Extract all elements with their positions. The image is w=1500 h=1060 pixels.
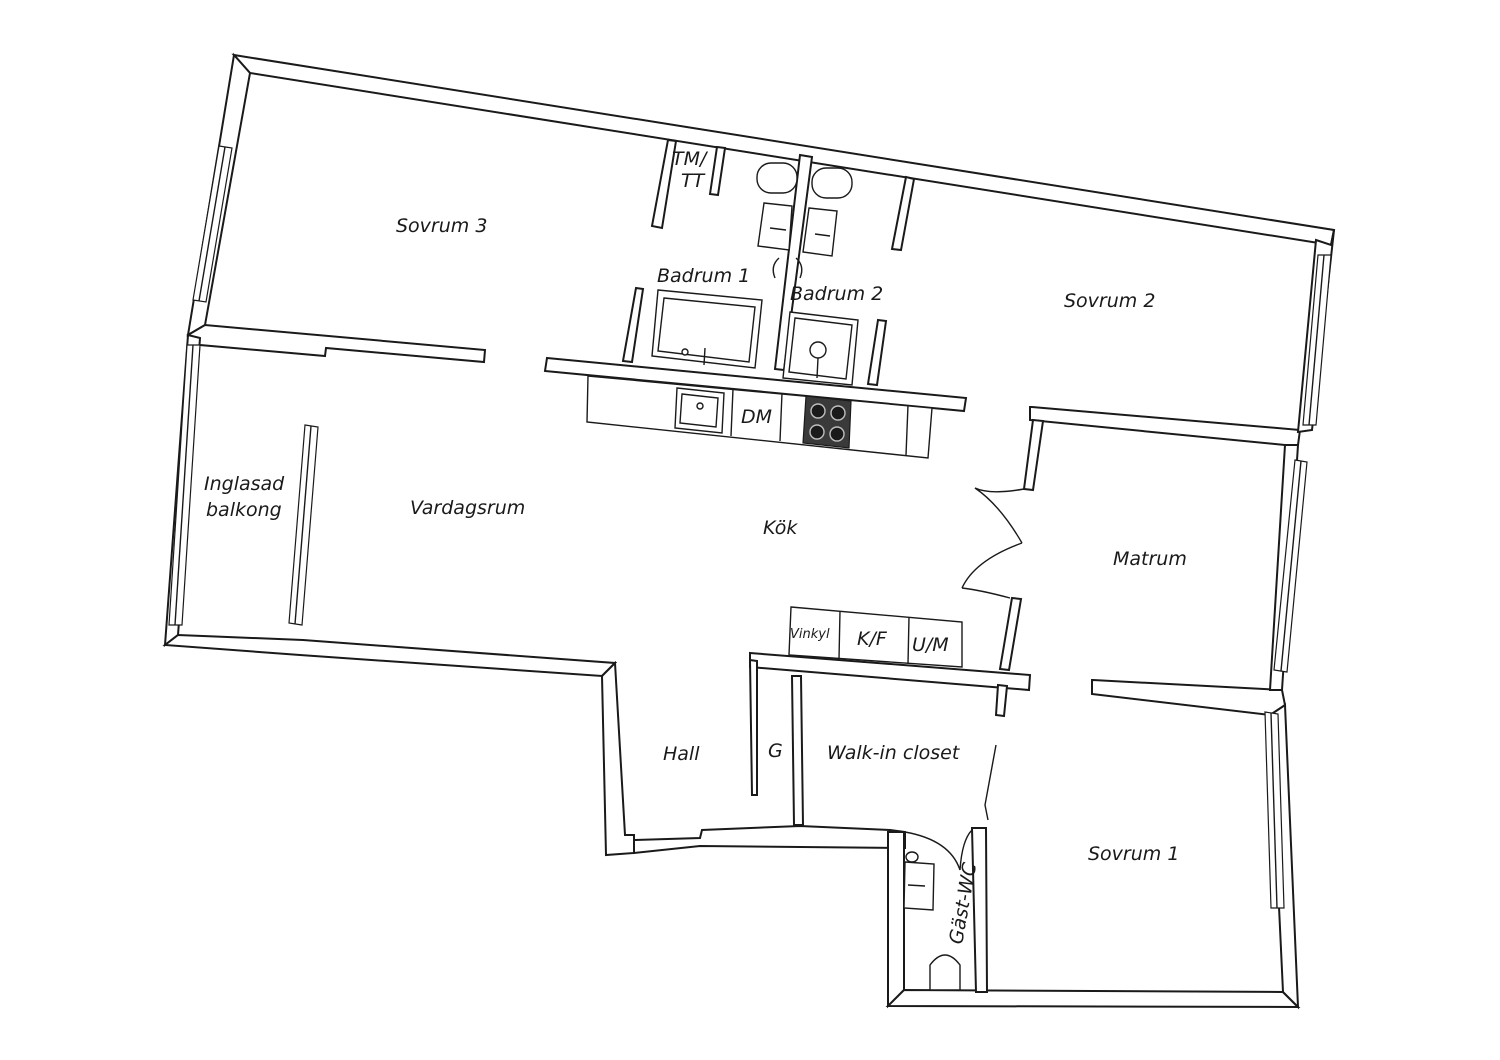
label-sovrum-3: Sovrum 3: [396, 215, 487, 237]
appliance-cabinets: [788, 606, 963, 668]
label-vinkyl: Vinkyl: [790, 627, 830, 642]
wall-bottom-left: [162, 633, 618, 678]
label-inglasad-line1: Inglasad: [204, 473, 285, 495]
label-badrum-1: Badrum 1: [657, 265, 750, 287]
bathtub: [651, 289, 763, 369]
label-walk-in-closet: Walk-in closet: [827, 742, 961, 764]
kitchen-hob: [802, 395, 852, 449]
wall-sovrum3-bottom: [186, 323, 487, 364]
label-dm: DM: [741, 406, 772, 428]
kitchen-sink: [674, 387, 725, 434]
label-sovrum-2: Sovrum 2: [1064, 290, 1155, 312]
shower: [782, 311, 859, 386]
wall-hall-bottom: [633, 824, 906, 855]
wall-hall-left: [600, 660, 635, 857]
label-g: G: [768, 740, 783, 762]
label-um: U/M: [912, 634, 949, 656]
label-hall: Hall: [663, 743, 700, 765]
label-vardagsrum: Vardagsrum: [410, 497, 525, 519]
label-sovrum-1: Sovrum 1: [1088, 843, 1179, 865]
wall-bottom-right: [885, 988, 1301, 1009]
doors: [772, 257, 1025, 871]
fixtures: [651, 162, 963, 991]
label-badrum-2: Badrum 2: [790, 283, 883, 305]
windows: [168, 145, 1332, 909]
label-kok: Kök: [763, 517, 798, 539]
label-inglasad-line2: balkong: [206, 499, 282, 521]
label-tm-tt-line1: TM/: [672, 148, 709, 170]
label-kf: K/F: [857, 628, 888, 650]
kitchen-counter-wall: [543, 356, 968, 413]
wall-matrum-bottom: [1091, 679, 1287, 717]
label-tm-tt-line2: TT: [681, 170, 706, 192]
wall-sovrum2-bottom: [1029, 406, 1302, 446]
room-labels: Sovrum 3 TM/ TT Badrum 1 Badrum 2 Sovrum…: [204, 148, 1187, 946]
wall-wc-left: [887, 831, 905, 1009]
label-matrum: Matrum: [1113, 548, 1187, 570]
